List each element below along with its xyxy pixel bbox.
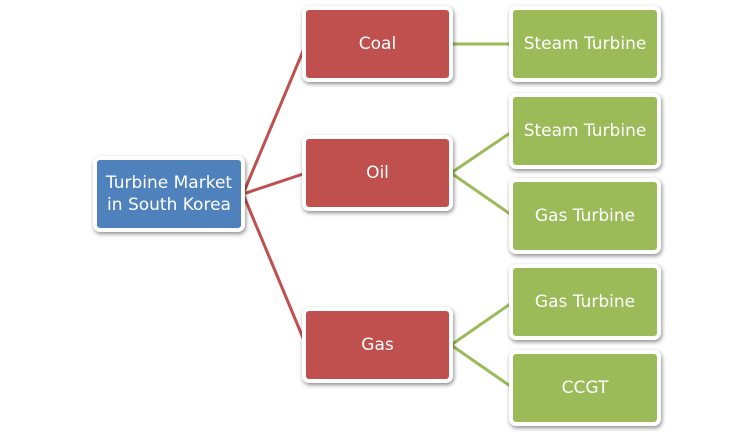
leaf-node-coal-steam-turbine[interactable]: Steam Turbine [509,6,661,82]
connector-oil-steam [450,129,514,175]
category-label: Gas [361,335,394,355]
category-node-oil[interactable]: Oil [302,135,453,211]
leaf-label: CCGT [561,378,609,398]
connector-gas-ccgt [450,343,514,390]
leaf-node-oil-steam-turbine[interactable]: Steam Turbine [509,93,661,169]
leaf-node-gas-gas-turbine[interactable]: Gas Turbine [509,264,661,340]
leaf-node-gas-ccgt[interactable]: CCGT [509,350,661,426]
connector-root-coal [241,43,308,195]
leaf-label: Steam Turbine [523,34,647,54]
leaf-label: Gas Turbine [534,292,636,312]
category-label: Oil [366,163,389,183]
connector-oil-gasturbine [450,171,514,218]
root-node-turbine-market[interactable]: Turbine Market in South Korea [93,156,245,232]
connector-gas-gasturbine [450,300,514,347]
connector-root-oil [242,171,307,196]
leaf-label: Gas Turbine [534,206,636,226]
leaf-node-oil-gas-turbine[interactable]: Gas Turbine [509,178,661,254]
leaf-label: Steam Turbine [523,121,647,141]
category-node-gas[interactable]: Gas [302,307,453,383]
root-label-line1: Turbine Market [105,173,233,193]
category-label: Coal [358,34,397,54]
root-label-line2: in South Korea [107,195,231,215]
connector-root-gas [241,193,308,346]
category-node-coal[interactable]: Coal [302,6,453,82]
